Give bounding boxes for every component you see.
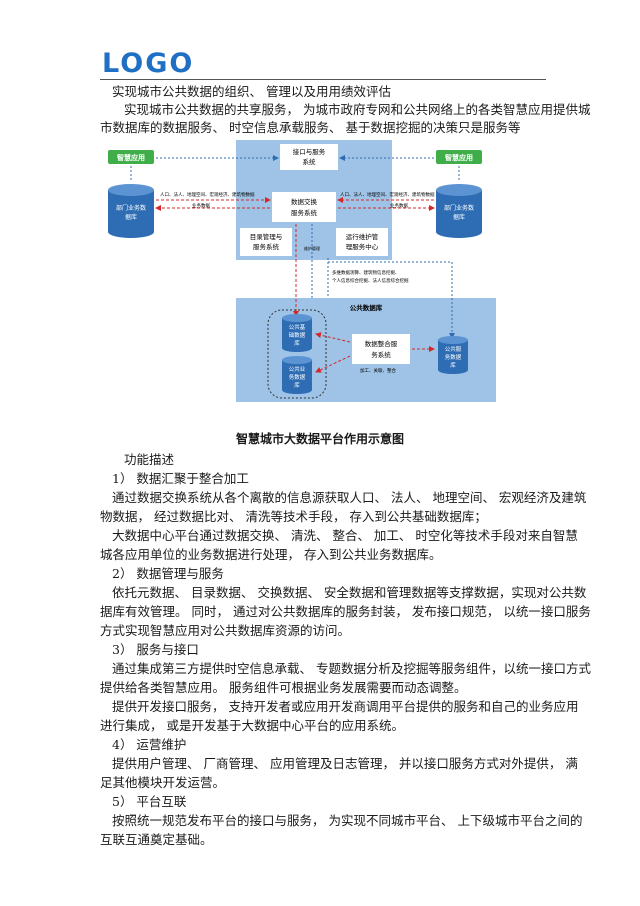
- interface-service-label-2: 系统: [303, 157, 317, 166]
- multi-fusion-label: 多维数据测算、建筑物信息挖掘、: [332, 269, 400, 276]
- dept-db-right-label-2: 据库: [453, 213, 465, 221]
- basic-db-label: 公共基: [289, 323, 306, 331]
- logo: LOGO: [102, 48, 195, 79]
- dept-db-left-label: 部门业务数: [116, 204, 146, 212]
- integration-label: 数据整合服: [365, 339, 398, 348]
- data-exchange-box: [272, 192, 336, 222]
- service-db-label: 公共服: [445, 345, 462, 353]
- ops-mgmt-label-2: 理服务中心: [346, 242, 379, 251]
- section-2-para-b: 据库有效管理。 同时， 通过对公共数据库的服务封装， 发布接口规范， 以统一接口…: [100, 604, 591, 619]
- interface-service-box: [280, 144, 338, 170]
- section-1-para-1b: 物数据， 经过数据比对、 清洗等技术手段， 存入到公共基础数据库；: [100, 509, 487, 524]
- smart-app-right-label: 智慧应用: [445, 153, 473, 162]
- arrow-integration-basic: [315, 332, 351, 343]
- data-exchange-label-2: 服务系统: [291, 208, 318, 217]
- service-db: 公共服 务数据 库: [438, 336, 468, 374]
- section-4-para-a: 提供用户管理、 厂商管理、 应用管理及日志管理， 并以接口服务方式对外提供， 满: [112, 756, 578, 771]
- section-1-para-2a: 大数据中心平台通过数据交换、 清洗、 整合、 加工、 时空化等技术手段对来自智慧: [112, 528, 578, 543]
- section-5-title: 5） 平台互联: [112, 794, 187, 809]
- section-3-para-1b: 提供给各类智慧应用。 服务组件可根据业务发展需要而动态调整。: [100, 680, 467, 695]
- dept-db-left: 部门业务数 据库: [108, 184, 154, 238]
- interface-service-label: 接口与服务: [293, 147, 326, 156]
- left-flow-label: 人口、法人、地理空间、宏观经济、建筑物数据: [160, 191, 255, 198]
- section-3-para-2a: 提供开发接口服务， 支持开发者或应用开发商调用平台提供的服务和自己的业务应用: [112, 699, 579, 714]
- business-db-label: 公共业: [289, 365, 306, 373]
- basic-db-label-3: 库: [294, 339, 300, 347]
- business-db: 公共业 务数据 库: [282, 356, 312, 394]
- smart-app-right: [436, 150, 482, 164]
- smart-app-left-label: 智慧应用: [117, 153, 145, 162]
- ops-mgmt-label: 运行维护管: [346, 232, 379, 241]
- integration-label-2: 务系统: [371, 350, 391, 359]
- section-1-para-1a: 通过数据交换系统从各个离散的信息源获取人口、 法人、 地理空间、 宏观经济及建筑: [112, 490, 587, 505]
- dept-db-right-label: 部门业务数: [444, 204, 474, 212]
- data-exchange-label: 数据交换: [291, 197, 318, 206]
- left-business-label: 业务数据: [192, 202, 210, 209]
- integration-sub-label: 加工、关联、整合: [360, 367, 396, 374]
- vertical-label: 维护管理: [304, 245, 320, 251]
- integration-box: [352, 334, 410, 364]
- dept-db-left-label-2: 据库: [125, 213, 137, 221]
- intro-line-1: 实现城市公共数据的组织、 管理以及用用绩效评估: [112, 84, 391, 99]
- dept-db-right: 部门业务数 据库: [436, 184, 482, 238]
- func-title: 功能描述: [124, 452, 175, 467]
- platform-diagram: 接口与服务 系统 数据交换 服务系统 目录管理与 服务系统 运行维护管 理服务中…: [108, 140, 496, 402]
- business-db-label-2: 务数据: [289, 373, 306, 381]
- section-1-para-2b: 城各应用单位的业务数据进行处理， 存入到公共业务数据库。: [100, 547, 442, 562]
- multi-fusion-label-2: 个人信息综合挖掘、法人信息综合挖掘: [332, 277, 409, 284]
- section-1-title: 1） 数据汇聚于整合加工: [112, 471, 249, 486]
- figure-caption: 智慧城市大数据平台作用示意图: [235, 432, 404, 446]
- arrow-integration-business: [315, 355, 351, 373]
- business-db-label-3: 库: [294, 381, 300, 389]
- intro-line-3: 市数据库的数据服务、 时空信息承载服务、 基于数据挖掘的决策只是服务等: [100, 120, 521, 135]
- right-business-label: 业务数据: [390, 202, 408, 209]
- service-db-label-3: 库: [450, 361, 456, 369]
- section-3-title: 3） 服务与接口: [112, 642, 199, 657]
- basic-db: 公共基 础数据 库: [282, 314, 312, 352]
- public-db-title: 公共数据库: [350, 303, 383, 312]
- public-db-group: [267, 309, 327, 399]
- intro-line-2: 实现城市公共数据的共享服务， 为城市政府专网和公共网络上的各类智慧应用提供城: [124, 102, 591, 117]
- section-5-para-b: 互联互通奠定基础。: [100, 832, 213, 847]
- header-divider: [100, 79, 546, 80]
- catalog-mgmt-label-2: 服务系统: [253, 242, 280, 251]
- section-5-para-a: 按照统一规范发布平台的接口与服务， 为实现不同城市平台、 上下级城市平台之间的: [112, 813, 583, 828]
- service-db-label-2: 务数据: [445, 353, 462, 361]
- right-flow-label: 人口、法人、地理空间、宏观经济、建筑物数据: [340, 191, 435, 198]
- section-3-para-2b: 进行集成， 或是开发基于大数据中心平台的应用系统。: [100, 718, 404, 733]
- catalog-mgmt-label: 目录管理与: [250, 232, 283, 241]
- smart-app-left: [108, 150, 154, 164]
- section-2-para-c: 方式实现智慧应用对公共数据库资源的访问。: [100, 623, 351, 638]
- catalog-mgmt-box: [240, 228, 292, 256]
- basic-db-label-2: 础数据: [289, 331, 306, 339]
- section-2-title: 2） 数据管理与服务: [112, 566, 224, 581]
- section-4-title: 4） 运营维护: [112, 737, 187, 752]
- section-4-para-b: 足其他模块开发运营。: [100, 775, 226, 790]
- ops-mgmt-box: [336, 228, 388, 256]
- section-2-para-a: 依托元数据、 目录数据、 交换数据、 安全数据和管理数据等支撑数据，实现对公共数: [112, 585, 587, 600]
- section-3-para-1a: 通过集成第三方提供时空信息承载、 专题数据分析及挖掘等服务组件，以统一接口方式: [112, 661, 591, 676]
